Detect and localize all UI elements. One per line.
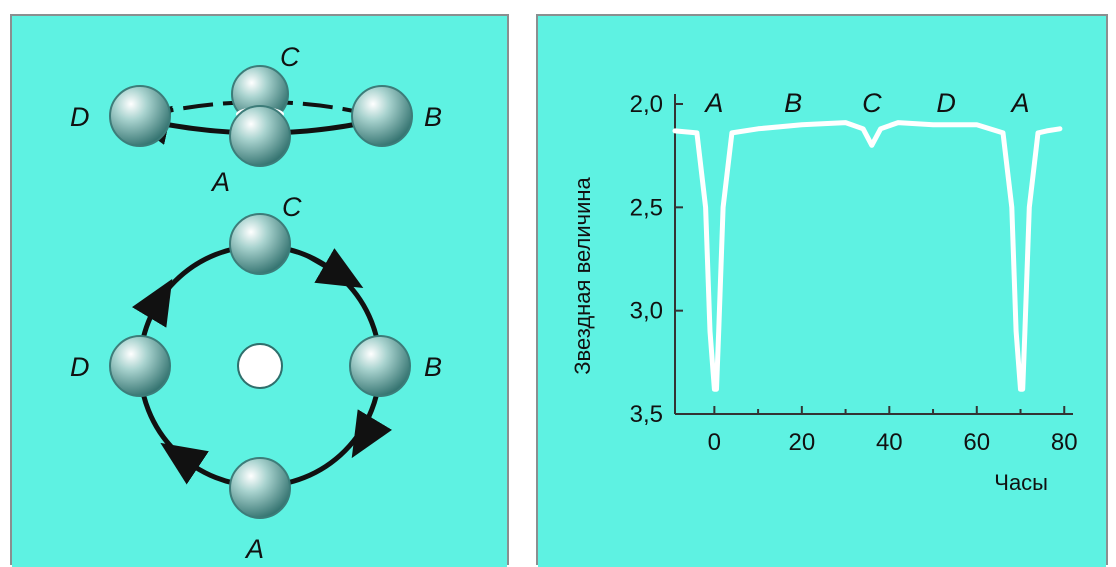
side-label-d: D bbox=[70, 102, 90, 132]
star-c-top bbox=[230, 214, 290, 274]
x-tick-label: 80 bbox=[1051, 429, 1078, 456]
orbit-diagram: C D B A C D B A bbox=[12, 16, 507, 567]
phase-label: C bbox=[862, 88, 882, 118]
y-tick-label: 2,5 bbox=[630, 194, 663, 221]
side-label-b: B bbox=[424, 102, 442, 132]
central-star-top bbox=[238, 344, 282, 388]
phase-label: A bbox=[703, 88, 723, 118]
star-b-top bbox=[350, 336, 410, 396]
star-d-side bbox=[110, 86, 170, 146]
top-label-b: B bbox=[424, 352, 442, 382]
x-tick-label: 0 bbox=[708, 429, 721, 456]
y-tick-label: 2,0 bbox=[630, 91, 663, 118]
phase-label: A bbox=[1010, 88, 1030, 118]
x-tick-label: 40 bbox=[876, 429, 903, 456]
x-tick-label: 60 bbox=[963, 429, 990, 456]
top-label-c: C bbox=[282, 192, 302, 222]
phase-label: B bbox=[784, 88, 802, 118]
star-a-side bbox=[230, 106, 290, 166]
star-b-side bbox=[352, 86, 412, 146]
side-label-a: A bbox=[210, 167, 230, 197]
y-tick-label: 3,5 bbox=[630, 401, 663, 428]
light-curve-chart: Звездная величина Часы 2,0 2,5 3,0 3,5 0 20 40… bbox=[538, 16, 1106, 567]
phase-label: D bbox=[936, 88, 956, 118]
orbit-diagram-panel: C D B A C D B A bbox=[10, 14, 509, 565]
x-axis-title: Часы bbox=[994, 470, 1048, 495]
top-label-a: A bbox=[244, 534, 264, 564]
star-d-top bbox=[110, 336, 170, 396]
y-tick-label: 3,0 bbox=[630, 298, 663, 325]
side-label-c: C bbox=[280, 42, 300, 72]
x-tick-label: 20 bbox=[788, 429, 815, 456]
star-a-top bbox=[230, 458, 290, 518]
y-axis-title: Звездная величина bbox=[570, 176, 595, 374]
top-label-d: D bbox=[70, 352, 90, 382]
light-curve-panel: Звездная величина Часы 2,0 2,5 3,0 3,5 0 20 40… bbox=[536, 14, 1108, 565]
